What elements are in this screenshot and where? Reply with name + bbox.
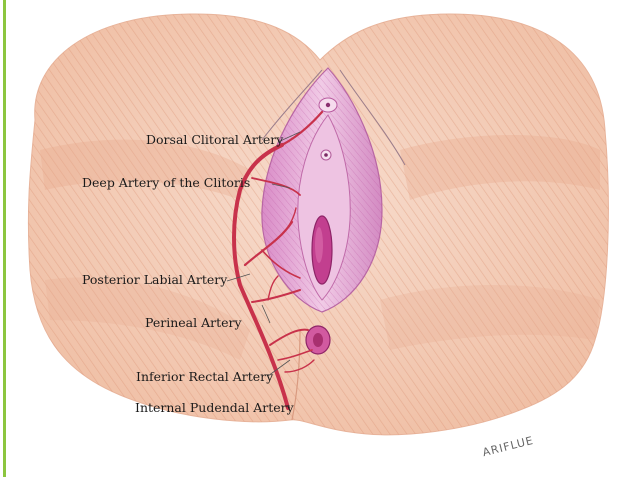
label-deep-artery-of-clitoris: Deep Artery of the Clitoris xyxy=(82,177,250,190)
label-perineal-artery: Perineal Artery xyxy=(145,317,242,330)
label-internal-pudendal-artery: Internal Pudendal Artery xyxy=(135,402,294,415)
label-inferior-rectal-artery: Inferior Rectal Artery xyxy=(136,371,273,384)
label-posterior-labial-artery: Posterior Labial Artery xyxy=(82,274,227,287)
label-dorsal-clitoral-artery: Dorsal Clitoral Artery xyxy=(146,134,283,147)
